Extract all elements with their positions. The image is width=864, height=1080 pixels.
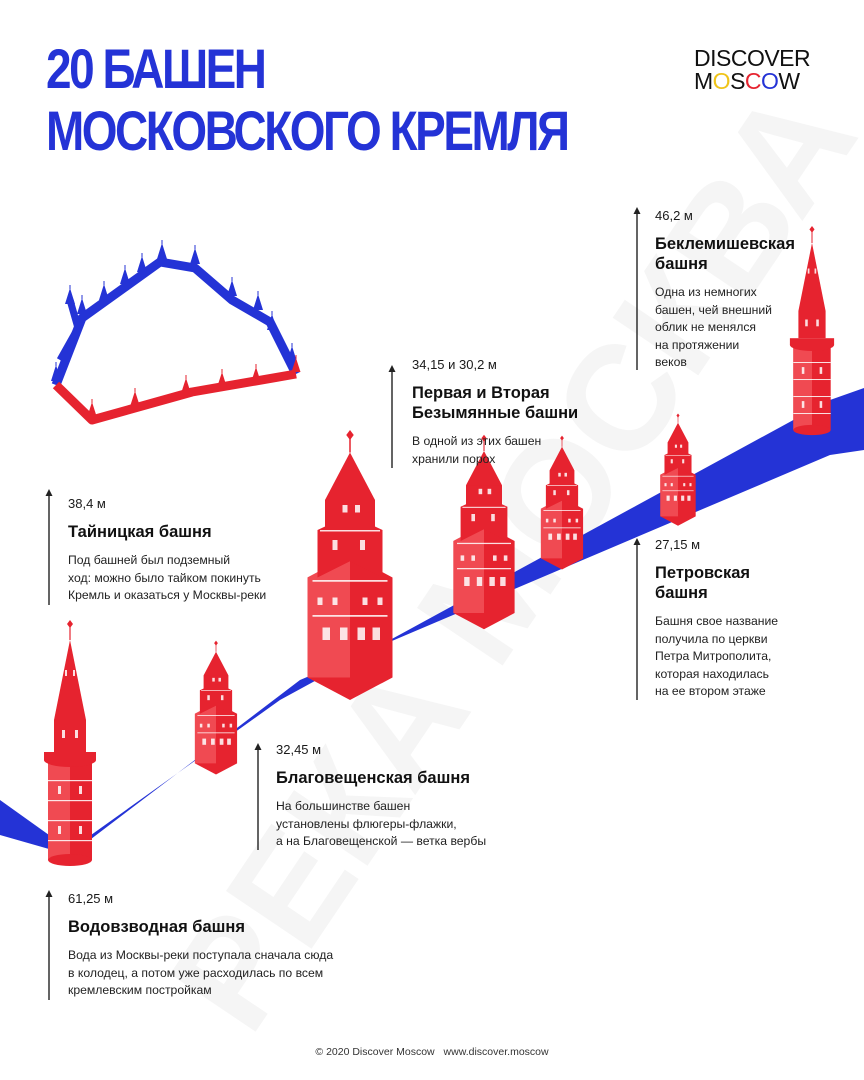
kremlin-outline-map: [51, 240, 301, 425]
title-line-1: 20 БАШЕН: [46, 37, 267, 100]
footer-url[interactable]: www.discover.moscow: [443, 1046, 549, 1058]
logo-line-1: DISCOVER: [694, 45, 811, 71]
tower-height: 61,25 м: [68, 891, 114, 906]
height-arrows: [45, 207, 641, 1000]
tower-height: 46,2 м: [655, 208, 693, 223]
tower-info-vodovzvodnaya: 61,25 м Водовзводная башня Вода из Москв…: [68, 891, 333, 1000]
tower-name: Благовещенская башня: [276, 769, 470, 787]
discover-moscow-logo[interactable]: DISCOVER MOSCOW: [694, 45, 811, 94]
vodovzvodnaya-tower-illustration: [44, 620, 96, 866]
tower-name: Водовзводная башня: [68, 918, 246, 936]
title-line-2: МОСКОВСКОГО КРЕМЛЯ: [46, 99, 570, 162]
footer: © 2020 Discover Moscow www.discover.mosc…: [0, 1046, 864, 1058]
footer-copyright: © 2020 Discover Moscow: [315, 1046, 435, 1058]
tower-description: Вода из Москвы-реки поступала сначала сю…: [68, 948, 334, 997]
river-wall-band: [0, 388, 864, 855]
tower-height: 38,4 м: [68, 496, 106, 511]
logo-line-2: MOSCOW: [694, 68, 800, 94]
page-title: 20 БАШЕН МОСКОВСКОГО КРЕМЛЯ: [46, 37, 570, 162]
tower-height: 34,15 и 30,2 м: [412, 357, 497, 372]
tower-height: 27,15 м: [655, 537, 701, 552]
tower-info-taynitskaya: 38,4 м Тайницкая башня Под башней был по…: [68, 496, 266, 605]
blagoveshchenskaya-tower-illustration: [194, 640, 238, 775]
tower-name: Тайницкая башня: [68, 523, 212, 541]
tower-height: 32,45 м: [276, 742, 322, 757]
taynitskaya-tower-illustration: [307, 430, 393, 700]
tower-info-blagoveshchenskaya: 32,45 м Благовещенская башня На большинс…: [276, 742, 486, 851]
